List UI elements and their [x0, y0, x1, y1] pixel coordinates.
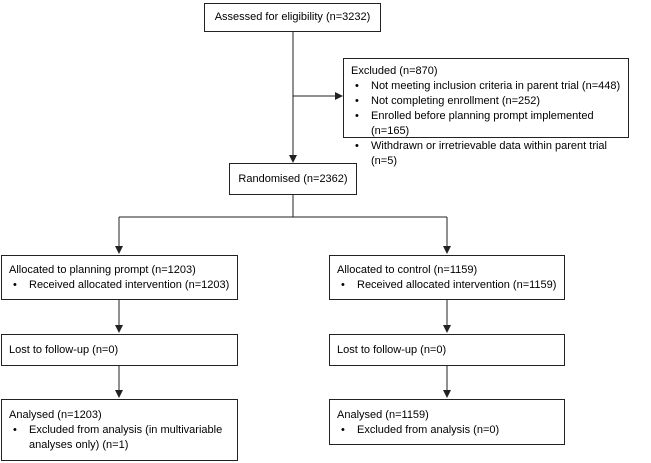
left-lost-box: Lost to follow-up (n=0) [1, 334, 238, 366]
right-analysed-title: Analysed (n=1159) [337, 409, 429, 421]
left-allocated-item: Received allocated intervention (n=1203) [9, 278, 231, 293]
assessed-box: Assessed for eligibility (n=3232) [204, 3, 381, 32]
right-allocated-title: Allocated to control (n=1159) [337, 264, 478, 276]
right-allocated-box: Allocated to control (n=1159) Received a… [329, 255, 565, 300]
left-analysed-item: Excluded from analysis (in multivariable… [9, 423, 231, 453]
excluded-title: Excluded (n=870) [351, 65, 438, 77]
right-lost-label: Lost to follow-up (n=0) [337, 344, 447, 356]
excluded-box: Excluded (n=870) Not meeting inclusion c… [343, 58, 629, 167]
left-allocated-title: Allocated to planning prompt (n=1203) [9, 264, 196, 276]
right-allocated-item: Received allocated intervention (n=1159) [337, 278, 558, 293]
right-lost-box: Lost to follow-up (n=0) [329, 334, 565, 366]
left-analysed-box: Analysed (n=1203) Excluded from analysis… [1, 399, 238, 461]
excluded-item: Not completing enrollment (n=252) [351, 94, 622, 109]
right-analysed-box: Analysed (n=1159) Excluded from analysis… [329, 399, 565, 445]
left-lost-label: Lost to follow-up (n=0) [9, 344, 119, 356]
excluded-list: Not meeting inclusion criteria in parent… [351, 79, 622, 169]
randomised-label: Randomised (n=2362) [238, 173, 348, 185]
excluded-item: Not meeting inclusion criteria in parent… [351, 79, 622, 94]
assessed-label: Assessed for eligibility (n=3232) [214, 11, 371, 23]
right-analysed-item: Excluded from analysis (n=0) [337, 423, 558, 438]
excluded-item: Withdrawn or irretrievable data within p… [351, 139, 622, 169]
excluded-item: Enrolled before planning prompt implemen… [351, 109, 622, 139]
randomised-box: Randomised (n=2362) [229, 163, 357, 195]
left-analysed-title: Analysed (n=1203) [9, 409, 102, 421]
left-allocated-box: Allocated to planning prompt (n=1203) Re… [1, 255, 238, 300]
